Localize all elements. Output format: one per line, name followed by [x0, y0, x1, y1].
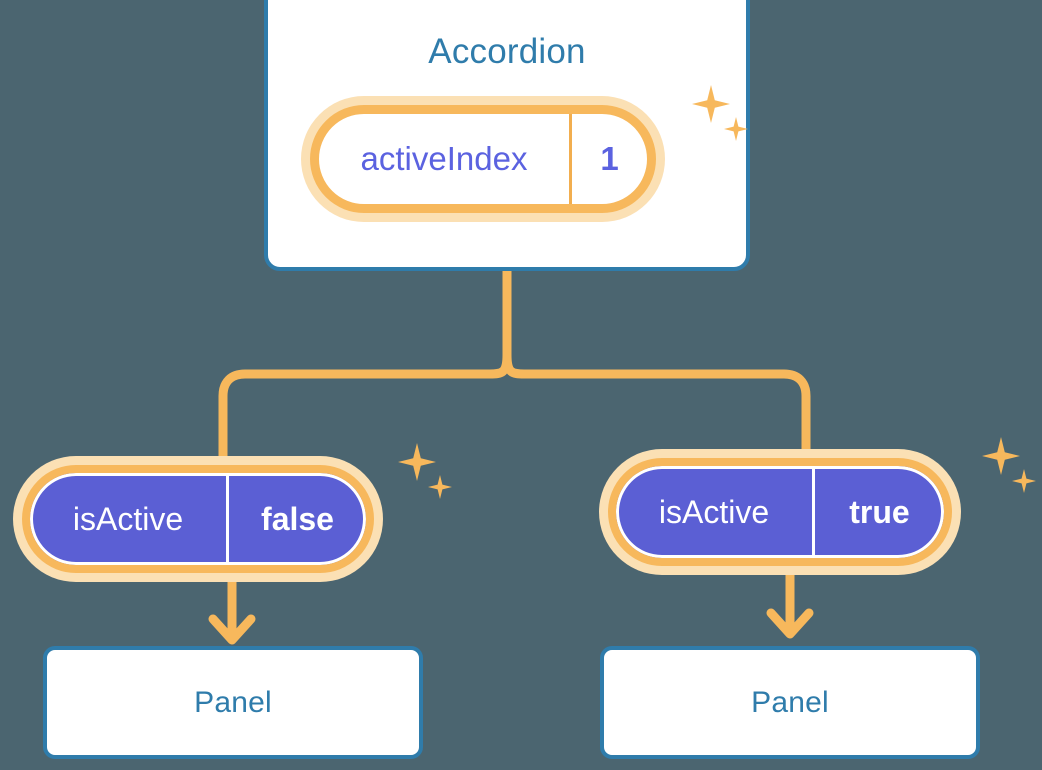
arrow-left-pill-to-panel: [208, 582, 256, 645]
accordion-card-title: Accordion: [428, 32, 586, 71]
state-pill-is-active-false[interactable]: isActive false: [22, 465, 374, 573]
panel-card-title: Panel: [194, 686, 272, 719]
state-pill-value: true: [812, 466, 944, 558]
right-state-pill-wrapper: isActive true: [608, 458, 952, 566]
state-pill-key: isActive: [72, 500, 184, 537]
left-state-pill-wrapper: isActive false: [22, 465, 374, 573]
sparkle-star-small-icon: [428, 475, 452, 499]
arrow-right-pill-to-panel: [766, 575, 814, 639]
sparkle-star-large-icon: [398, 443, 436, 481]
state-pill-active-index[interactable]: activeIndex 1: [310, 105, 656, 213]
state-pill-value: false: [226, 473, 366, 565]
state-pill-key: isActive: [658, 493, 770, 530]
sparkle-star-large-icon: [982, 437, 1020, 475]
accordion-state-pill-wrapper: activeIndex 1: [310, 105, 656, 213]
state-pill-key: activeIndex: [360, 140, 528, 177]
panel-card-left[interactable]: Panel: [43, 646, 423, 759]
sparkle-star-small-icon: [1012, 469, 1036, 493]
state-pill-value: 1: [569, 114, 647, 204]
panel-card-right[interactable]: Panel: [600, 646, 980, 759]
connector-branch-left: [218, 350, 512, 482]
connector-branch-right: [502, 350, 811, 475]
panel-card-title: Panel: [751, 686, 829, 719]
state-pill-is-active-true[interactable]: isActive true: [608, 458, 952, 566]
